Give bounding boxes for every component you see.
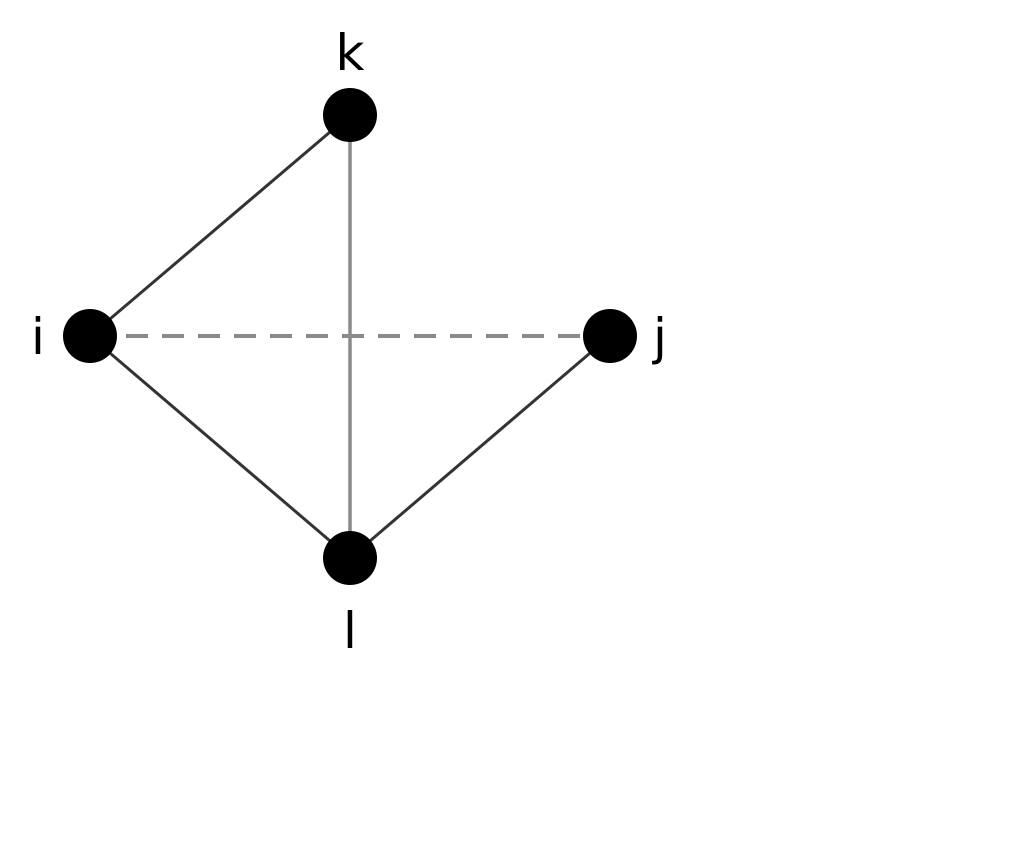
edge-i-l (89, 334, 351, 560)
node-l (323, 531, 377, 585)
labels-layer: k i j l (31, 24, 667, 660)
node-label-j: j (652, 308, 667, 366)
edge-i-k (89, 113, 351, 338)
nodes-layer (63, 88, 637, 585)
node-j (583, 309, 637, 363)
node-i (63, 309, 117, 363)
edge-l-j (349, 334, 611, 560)
node-k (323, 88, 377, 142)
node-label-i: i (31, 308, 45, 366)
edges-layer (89, 113, 611, 560)
node-label-l: l (343, 602, 357, 660)
node-label-k: k (336, 24, 365, 82)
